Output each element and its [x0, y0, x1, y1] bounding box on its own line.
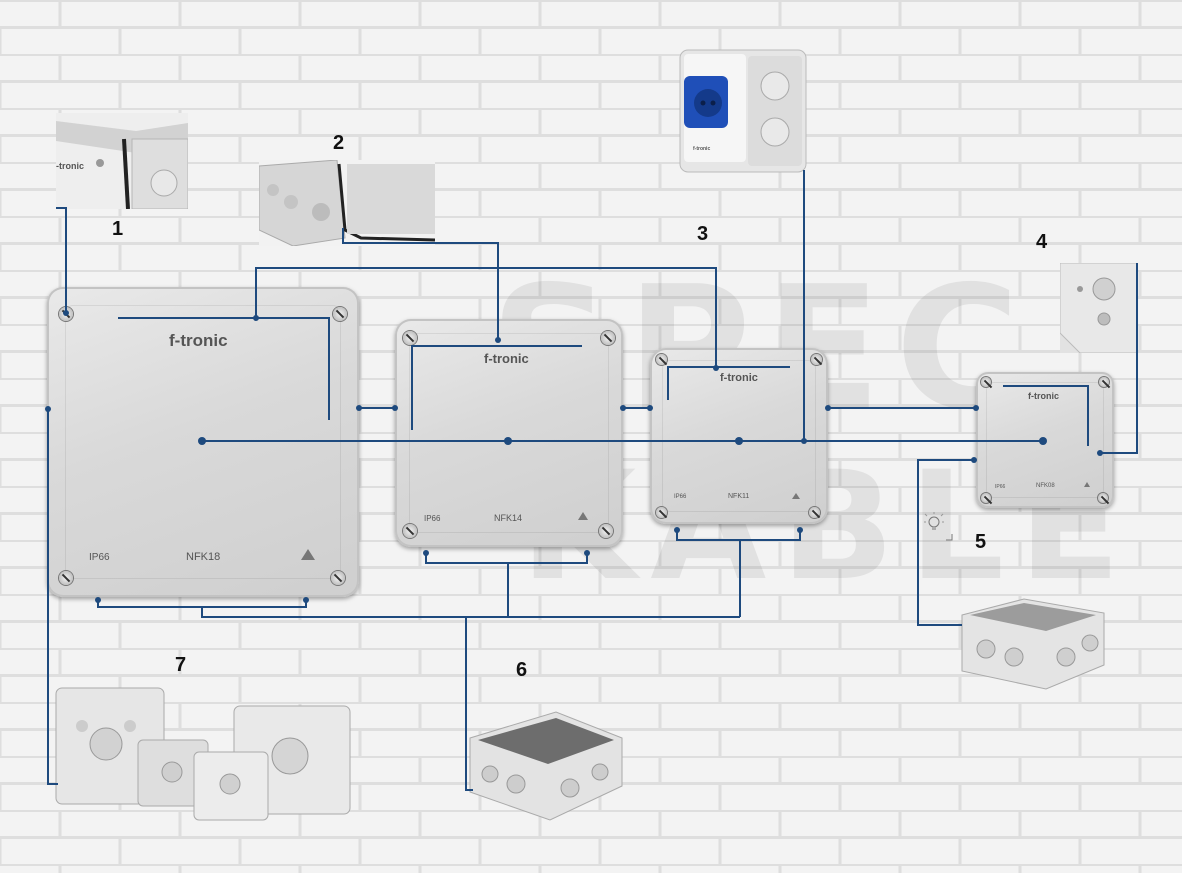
screw-icon — [811, 354, 822, 365]
ip-rating-label: IP66 — [995, 484, 1006, 490]
screw-icon — [656, 507, 667, 518]
model-label: NFK14 — [494, 513, 523, 523]
model-label: NFK08 — [1036, 483, 1055, 489]
callout-7: 7 — [175, 654, 187, 676]
junction-box-nfk14[interactable]: f-tronic IP66 NFK14 — [395, 319, 623, 547]
screw-icon — [59, 571, 73, 585]
socket-icon — [684, 76, 728, 128]
screw-icon — [403, 524, 417, 538]
brand-label: f-tronic — [169, 331, 228, 350]
screw-icon — [331, 571, 345, 585]
screw-icon — [599, 524, 613, 538]
thumb-brand-label: -tronic — [56, 161, 84, 171]
thumb-corner-detail[interactable] — [1060, 263, 1138, 353]
screw-icon — [1099, 377, 1109, 387]
screw-icon — [59, 307, 73, 321]
brand-label: f-tronic — [1028, 391, 1059, 401]
light-bulb-icon — [924, 512, 953, 541]
screw-icon — [656, 354, 667, 365]
thumb-socket-box[interactable]: f-tronic — [678, 46, 808, 174]
socket-box-brand-label: f-tronic — [693, 146, 711, 152]
junction-box-nfk11[interactable]: f-tronic IP66 NFK11 — [650, 348, 828, 524]
thumb-open-square-box[interactable] — [466, 708, 626, 824]
brand-label: f-tronic — [720, 372, 758, 384]
screw-icon — [981, 493, 991, 503]
thumb-box-interiors[interactable] — [52, 686, 364, 824]
certification-triangle-icon — [792, 493, 800, 499]
ip-rating-label: IP66 — [674, 494, 687, 500]
screw-icon — [601, 331, 615, 345]
ip-rating-label: IP66 — [424, 514, 441, 523]
certification-triangle-icon — [578, 512, 588, 520]
callout-2: 2 — [333, 132, 345, 154]
callout-1: 1 — [112, 218, 124, 240]
thumb-hinge-detail[interactable]: -tronic — [56, 113, 188, 209]
model-label: NFK11 — [728, 493, 750, 500]
ip-rating-label: IP66 — [89, 552, 110, 563]
brand-label: f-tronic — [484, 351, 529, 366]
junction-box-nfk08[interactable]: f-tronic IP66 NFK08 — [976, 372, 1114, 508]
callout-5: 5 — [975, 531, 987, 553]
screw-icon — [403, 331, 417, 345]
screw-icon — [333, 307, 347, 321]
screw-icon — [1098, 493, 1108, 503]
thumb-seal-detail[interactable] — [259, 160, 435, 246]
thumb-small-open-box[interactable] — [954, 585, 1110, 695]
callout-6: 6 — [516, 659, 528, 681]
callout-3: 3 — [697, 223, 709, 245]
junction-box-nfk18[interactable]: f-tronic IP66 NFK18 — [47, 287, 359, 597]
model-label: NFK18 — [186, 551, 221, 563]
certification-triangle-icon — [1084, 482, 1090, 487]
certification-triangle-icon — [301, 549, 315, 560]
screw-icon — [981, 377, 991, 387]
screw-icon — [809, 507, 820, 518]
callout-4: 4 — [1036, 231, 1048, 253]
